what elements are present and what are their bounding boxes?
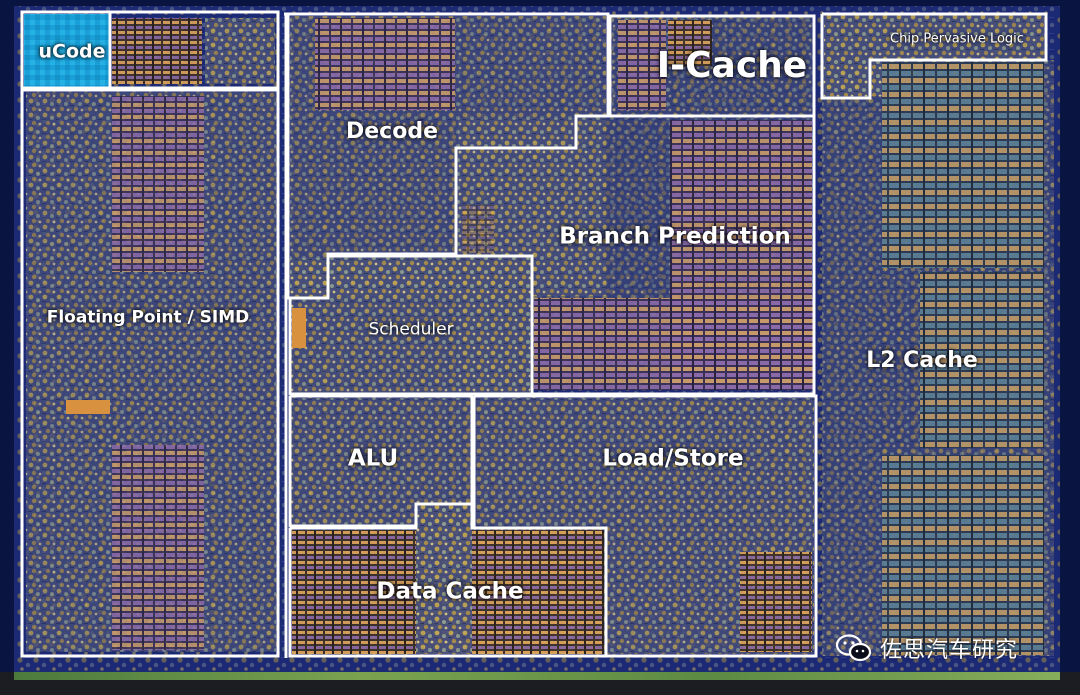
label-ucode: uCode [38,40,106,63]
label-chip-pervasive: Chip Pervasive Logic [890,31,1024,47]
watermark-text: 佐思汽车研究 [880,638,1019,663]
block-outlines [20,10,1048,658]
ucode-block [24,14,110,88]
bottom-strip [14,672,1060,680]
label-alu: ALU [347,445,399,472]
label-load-store: Load/Store [602,445,744,472]
scheduler-region [290,258,530,394]
label-icache: I-Cache [656,45,808,86]
label-branch-prediction: Branch Prediction [559,223,791,250]
label-scheduler: Scheduler [368,319,454,340]
label-decode: Decode [345,119,439,144]
label-l2-cache: L2 Cache [866,348,978,373]
wechat-icon [835,634,872,662]
label-data-cache: Data Cache [376,578,524,605]
watermark: 佐思汽车研究 [835,630,1019,666]
label-floating-point: Floating Point / SIMD [46,307,250,328]
